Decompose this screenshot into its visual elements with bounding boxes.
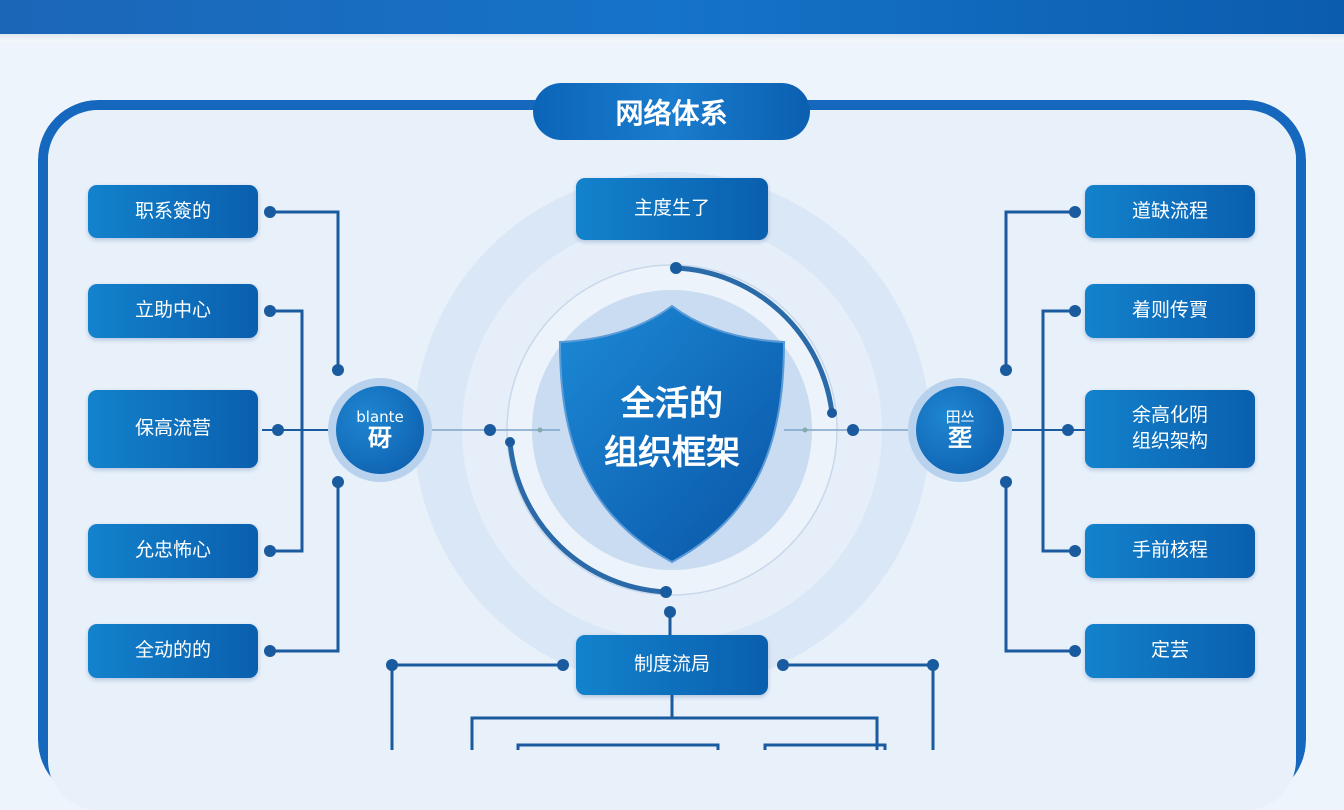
left-item[interactable]: 立助中心 bbox=[88, 284, 258, 338]
banner-shadow bbox=[0, 34, 1344, 42]
center-label-line1: 全活的 bbox=[621, 384, 723, 424]
right-item[interactable]: 定芸 bbox=[1085, 624, 1255, 678]
right-item[interactable]: 余高化阴组织架构 bbox=[1085, 390, 1255, 468]
shield-icon bbox=[558, 304, 786, 564]
top-banner bbox=[0, 0, 1344, 34]
right-item[interactable]: 手前核程 bbox=[1085, 524, 1255, 578]
bottom-box-label: 制度流局 bbox=[633, 653, 710, 676]
connector-dots bbox=[264, 206, 1081, 671]
right-item-label: 手前核程 bbox=[1131, 539, 1208, 562]
left-item-label: 允忠怖心 bbox=[134, 539, 211, 562]
left-item-label: 立助中心 bbox=[134, 299, 211, 322]
connector-lines bbox=[262, 210, 1085, 750]
top-box-label: 主度生了 bbox=[633, 197, 710, 220]
left-item[interactable]: 允忠怖心 bbox=[88, 524, 258, 578]
right-item[interactable]: 道缺流程 bbox=[1085, 185, 1255, 238]
left-item-label: 保高流营 bbox=[134, 417, 211, 440]
left-hub-line2: 砑 bbox=[368, 424, 392, 453]
left-item[interactable]: 全动的的 bbox=[88, 624, 258, 678]
right-item-label: 余高化阴 bbox=[1131, 404, 1208, 427]
right-hub-line2: 㘸 bbox=[948, 424, 972, 453]
right-item-label: 着则传賈 bbox=[1131, 299, 1208, 322]
left-item-label: 全动的的 bbox=[134, 639, 211, 662]
bottom-box[interactable]: 制度流局 bbox=[576, 635, 768, 695]
top-box[interactable]: 主度生了 bbox=[576, 178, 768, 240]
right-hub-line1: 田쓰 bbox=[945, 407, 975, 426]
page-title: 网络体系 bbox=[533, 83, 810, 140]
right-item-label-line2: 组织架构 bbox=[1131, 430, 1208, 452]
left-item-label: 职系簽的 bbox=[134, 199, 211, 222]
left-item[interactable]: 职系簽的 bbox=[88, 185, 258, 238]
right-item-label: 道缺流程 bbox=[1131, 199, 1208, 222]
left-hub-line1: blante bbox=[356, 407, 404, 426]
connector-layer bbox=[262, 172, 1085, 750]
center-label-line2: 组织框架 bbox=[604, 433, 740, 474]
right-item-label: 定芸 bbox=[1150, 639, 1189, 662]
center-label: 全活的 组织框架 bbox=[560, 380, 784, 479]
left-item[interactable]: 保高流营 bbox=[88, 390, 258, 468]
right-item[interactable]: 着则传賈 bbox=[1085, 284, 1255, 338]
